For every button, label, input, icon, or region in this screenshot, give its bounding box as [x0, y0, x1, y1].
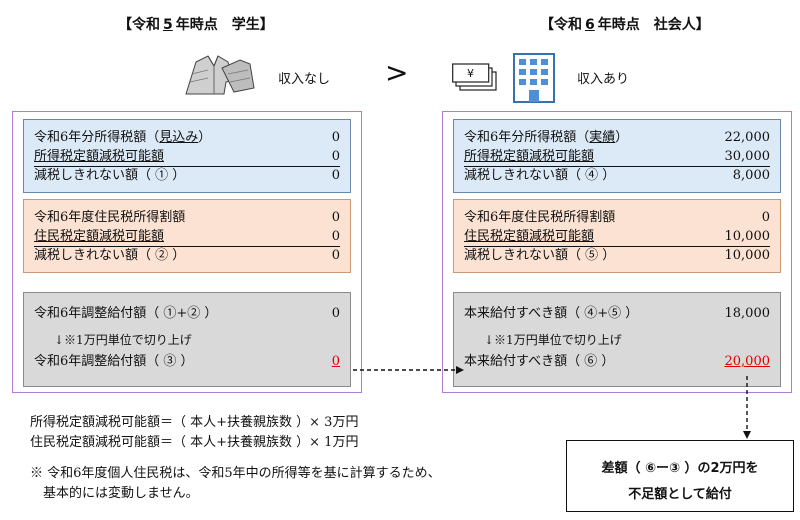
- arrowhead-horizontal: [456, 366, 464, 374]
- banknote-stack-icon: ¥: [452, 63, 497, 91]
- worker-panel: 令和6年分所得税額（実績） 22,000 所得税定額減税可能額 30,000 減…: [442, 111, 792, 393]
- resident-tax-row: 令和6年度住民税所得割額 0: [464, 210, 770, 225]
- income-tax-reduction-row: 所得税定額減税可能額 30,000: [464, 149, 770, 164]
- adjustment-box: 令和6年調整給付額（ ①+② ） 0 ↓※1万円単位で切り上げ 令和6年調整給付…: [23, 292, 351, 387]
- subtraction-rule: [34, 166, 340, 167]
- left-header-year: 5: [163, 17, 173, 33]
- left-income-status: 収入なし: [278, 72, 331, 87]
- resident-tax-formula: 住民税定額減税可能額＝（ 本人+扶養親族数 ）× 1万円: [30, 435, 359, 450]
- income-tax-box: 令和6年分所得税額（見込み） 0 所得税定額減税可能額 0 減税しきれない額（ …: [23, 119, 351, 193]
- footnote-line-1: ※ 令和6年度個人住民税は、令和5年中の所得等を基に計算するため、: [30, 466, 441, 481]
- income-tax-value: 22,000: [724, 130, 771, 145]
- resident-tax-box: 令和6年度住民税所得割額 0 住民税定額減税可能額 0 減税しきれない額（ ② …: [23, 199, 351, 273]
- should-pay-sum-row: 本来給付すべき額（ ④+⑤ ） 18,000: [464, 306, 770, 321]
- should-pay-box: 本来給付すべき額（ ④+⑤ ） 18,000 ↓※1万円単位で切り上げ 本来給付…: [453, 292, 781, 387]
- income-tax-reduction-row: 所得税定額減税可能額 0: [34, 149, 340, 164]
- footnote-line-2: 基本的には変動しません。: [30, 486, 199, 501]
- income-tax-row: 令和6年分所得税額（見込み） 0: [34, 130, 340, 145]
- should-pay-final-value: 20,000: [724, 354, 771, 369]
- result-line-2: 不足額として給付: [628, 487, 732, 502]
- resident-tax-remaining-row: 減税しきれない額（ ⑤ ） 10,000: [464, 248, 770, 263]
- left-header-tail: 年時点 学生】: [175, 17, 274, 33]
- income-tax-value: 0: [331, 130, 340, 145]
- right-header-tail: 年時点 社会人】: [597, 17, 710, 33]
- subtraction-rule: [34, 246, 340, 247]
- office-building-icon: [513, 53, 555, 103]
- should-pay-final-row: 本来給付すべき額（ ⑥ ） 20,000: [464, 354, 771, 369]
- student-panel: 令和6年分所得税額（見込み） 0 所得税定額減税可能額 0 減税しきれない額（ …: [12, 111, 362, 393]
- income-tax-remaining-row: 減税しきれない額（ ① ） 0: [34, 168, 340, 183]
- subtraction-rule: [464, 246, 770, 247]
- income-tax-remaining-row: 減税しきれない額（ ④ ） 8,000: [464, 168, 770, 183]
- student-uniform-icon: [185, 55, 255, 95]
- adjustment-final-value: 0: [331, 354, 340, 369]
- result-line-1: 差額（ ⑥ー③ ）の2万円を: [601, 461, 759, 476]
- adjustment-sum-row: 令和6年調整給付額（ ①+② ） 0: [34, 306, 340, 321]
- right-header-year: 6: [585, 17, 595, 33]
- resident-tax-remaining-row: 減税しきれない額（ ② ） 0: [34, 248, 340, 263]
- round-up-note: ↓※1万円単位で切り上げ: [484, 333, 622, 347]
- adjustment-final-row: 令和6年調整給付額（ ③ ） 0: [34, 354, 340, 369]
- shortfall-result-box: 差額（ ⑥ー③ ）の2万円を 不足額として給付: [566, 440, 794, 512]
- income-tax-box: 令和6年分所得税額（実績） 22,000 所得税定額減税可能額 30,000 減…: [453, 119, 781, 193]
- arrowhead-vertical: [743, 431, 751, 439]
- resident-tax-reduction-row: 住民税定額減税可能額 0: [34, 229, 340, 244]
- income-tax-row: 令和6年分所得税額（実績） 22,000: [464, 130, 771, 145]
- round-up-note: ↓※1万円単位で切り上げ: [54, 333, 192, 347]
- comparison-symbol: >: [385, 56, 409, 89]
- resident-tax-box: 令和6年度住民税所得割額 0 住民税定額減税可能額 10,000 減税しきれない…: [453, 199, 781, 273]
- subtraction-rule: [464, 166, 770, 167]
- resident-tax-reduction-row: 住民税定額減税可能額 10,000: [464, 229, 770, 244]
- left-header-open: 【令和: [118, 17, 160, 33]
- right-income-status: 収入あり: [577, 72, 630, 87]
- income-tax-formula: 所得税定額減税可能額＝（ 本人+扶養親族数 ）× 3万円: [30, 415, 359, 430]
- resident-tax-row: 令和6年度住民税所得割額 0: [34, 210, 340, 225]
- svg-text:¥: ¥: [467, 67, 474, 80]
- right-header-open: 【令和: [540, 17, 582, 33]
